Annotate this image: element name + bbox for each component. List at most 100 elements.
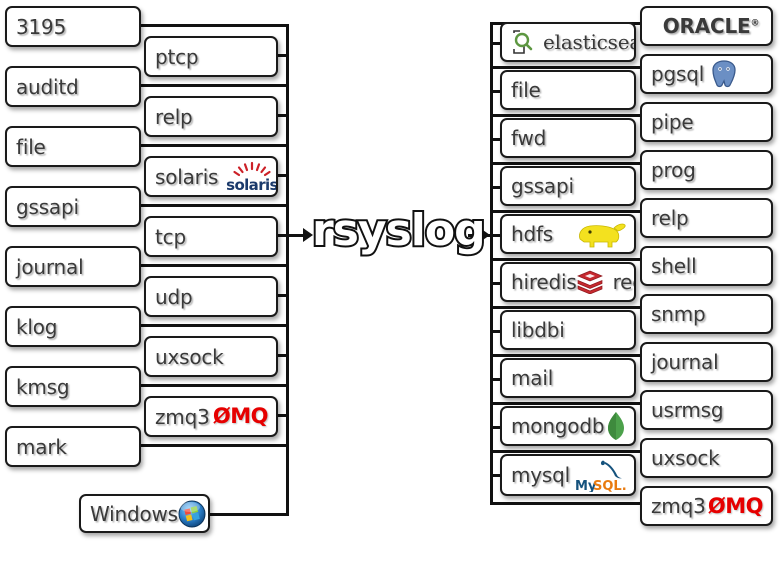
node-label: solaris bbox=[155, 164, 219, 189]
output-module-pgsql[interactable]: pgsql bbox=[640, 54, 773, 94]
connector-left-bus-to-core bbox=[286, 234, 308, 237]
node-label: auditd bbox=[16, 74, 79, 99]
elasticsearch-logo-icon bbox=[510, 29, 534, 55]
node-label: relp bbox=[155, 104, 193, 129]
redis-logo-icon bbox=[576, 270, 603, 294]
connector-left-col2-3 bbox=[274, 234, 288, 237]
input-module-udp[interactable]: udp bbox=[144, 276, 278, 317]
input-module-journal[interactable]: journal bbox=[5, 246, 141, 287]
connector-left-col2-1 bbox=[274, 114, 288, 117]
node-label: mark bbox=[16, 434, 67, 459]
solaris-logo-icon: solaris bbox=[218, 160, 278, 194]
output-module-uxsock[interactable]: uxsock bbox=[640, 438, 773, 478]
connector-right-col1-3 bbox=[490, 186, 502, 189]
node-label: ptcp bbox=[155, 44, 199, 69]
rsyslog-core-label: rsyslog bbox=[310, 205, 488, 256]
output-module-mongodb[interactable]: mongodb bbox=[500, 406, 636, 446]
input-module-zmq3[interactable]: zmq3 ØMQ bbox=[144, 396, 278, 437]
postgresql-logo-icon bbox=[710, 59, 738, 89]
mysql-logo-icon: My SQL. bbox=[572, 458, 626, 492]
connector-left-col2-2 bbox=[274, 174, 288, 177]
output-module-usrmsg[interactable]: usrmsg bbox=[640, 390, 773, 430]
node-label: pgsql bbox=[651, 62, 705, 86]
svg-text:solaris: solaris bbox=[226, 176, 278, 194]
input-module-windows[interactable]: Windows bbox=[79, 494, 210, 533]
node-label: gssapi bbox=[511, 174, 574, 198]
output-module-mysql[interactable]: mysql My SQL. bbox=[500, 454, 636, 496]
input-module-tcp[interactable]: tcp bbox=[144, 216, 278, 257]
input-module-auditd[interactable]: auditd bbox=[5, 66, 141, 107]
output-module-libdbi[interactable]: libdbi bbox=[500, 310, 636, 350]
connector-right-col1-8 bbox=[490, 426, 502, 429]
node-label: journal bbox=[16, 254, 84, 279]
node-label: zmq3 bbox=[651, 494, 706, 518]
connector-right-col1-6 bbox=[490, 330, 502, 333]
connector-left-col2-4 bbox=[274, 294, 288, 297]
output-module-gssapi[interactable]: gssapi bbox=[500, 166, 636, 206]
output-module-oracle[interactable]: ORACLE® bbox=[640, 6, 773, 46]
node-label: journal bbox=[651, 350, 719, 374]
connector-right-col1-0 bbox=[490, 42, 502, 45]
input-module-3195[interactable]: 3195 bbox=[5, 6, 141, 47]
node-label: mail bbox=[511, 366, 554, 390]
input-module-mark[interactable]: mark bbox=[5, 426, 141, 467]
connector-left-col1-1 bbox=[138, 84, 288, 87]
input-module-file[interactable]: file bbox=[5, 126, 141, 167]
output-module-hdfs[interactable]: hdfs bbox=[500, 214, 636, 254]
connector-right-col2-8 bbox=[490, 402, 642, 405]
connector-right-col2-1 bbox=[490, 66, 642, 69]
connector-left-col1-5 bbox=[138, 324, 288, 327]
node-label: snmp bbox=[651, 302, 706, 326]
connector-left-col2-6 bbox=[274, 414, 288, 417]
connector-right-col2-7 bbox=[490, 354, 642, 357]
connector-left-col2-0 bbox=[274, 54, 288, 57]
input-module-relp[interactable]: relp bbox=[144, 96, 278, 137]
node-label: libdbi bbox=[511, 318, 565, 342]
connector-left-col1-2 bbox=[138, 144, 288, 147]
output-module-shell[interactable]: shell bbox=[640, 246, 773, 286]
connector-right-col1-5 bbox=[490, 282, 502, 285]
node-label: hdfs bbox=[511, 222, 554, 246]
connector-left-col1-0 bbox=[138, 24, 288, 27]
output-module-relp[interactable]: relp bbox=[640, 198, 773, 238]
output-module-hiredis[interactable]: hiredis redis bbox=[500, 262, 636, 302]
node-label: mysql bbox=[511, 463, 570, 487]
node-label: kmsg bbox=[16, 374, 70, 399]
node-label: Windows bbox=[90, 501, 178, 526]
output-module-journal[interactable]: journal bbox=[640, 342, 773, 382]
mongodb-logo-icon bbox=[606, 411, 626, 441]
output-module-elasticsearch[interactable]: elasticsearch. bbox=[500, 22, 636, 62]
output-module-mail[interactable]: mail bbox=[500, 358, 636, 398]
redis-wordmark: redis bbox=[612, 270, 634, 294]
output-module-file[interactable]: file bbox=[500, 70, 636, 110]
node-label: 3195 bbox=[16, 14, 67, 39]
connector-left-windows bbox=[208, 513, 288, 516]
input-module-gssapi[interactable]: gssapi bbox=[5, 186, 141, 227]
input-module-klog[interactable]: klog bbox=[5, 306, 141, 347]
node-label: zmq3 bbox=[155, 404, 210, 429]
connector-right-col1-2 bbox=[490, 138, 502, 141]
node-label: uxsock bbox=[155, 344, 224, 369]
output-module-snmp[interactable]: snmp bbox=[640, 294, 773, 334]
connector-left-col1-7 bbox=[138, 444, 288, 447]
left-bus-vertical bbox=[286, 24, 289, 516]
connector-left-col1-4 bbox=[138, 264, 288, 267]
svg-text:SQL.: SQL. bbox=[593, 479, 626, 492]
connector-right-col2-3 bbox=[490, 162, 642, 165]
output-module-pipe[interactable]: pipe bbox=[640, 102, 773, 142]
zeromq-logo-icon: ØMQ bbox=[707, 493, 764, 518]
arrow-out-of-rsyslog bbox=[480, 228, 490, 242]
node-label: prog bbox=[651, 158, 696, 182]
input-module-kmsg[interactable]: kmsg bbox=[5, 366, 141, 407]
output-module-prog[interactable]: prog bbox=[640, 150, 773, 190]
node-label: udp bbox=[155, 284, 193, 309]
input-module-uxsock[interactable]: uxsock bbox=[144, 336, 278, 377]
oracle-wordmark: ORACLE® bbox=[662, 14, 760, 38]
output-module-zmq3[interactable]: zmq3 ØMQ bbox=[640, 486, 773, 526]
input-module-solaris[interactable]: solaris solaris bbox=[144, 156, 278, 197]
output-module-fwd[interactable]: fwd bbox=[500, 118, 636, 158]
input-module-ptcp[interactable]: ptcp bbox=[144, 36, 278, 77]
node-label: hiredis bbox=[511, 270, 577, 294]
node-label: file bbox=[16, 134, 46, 159]
connector-left-col1-6 bbox=[138, 384, 288, 387]
